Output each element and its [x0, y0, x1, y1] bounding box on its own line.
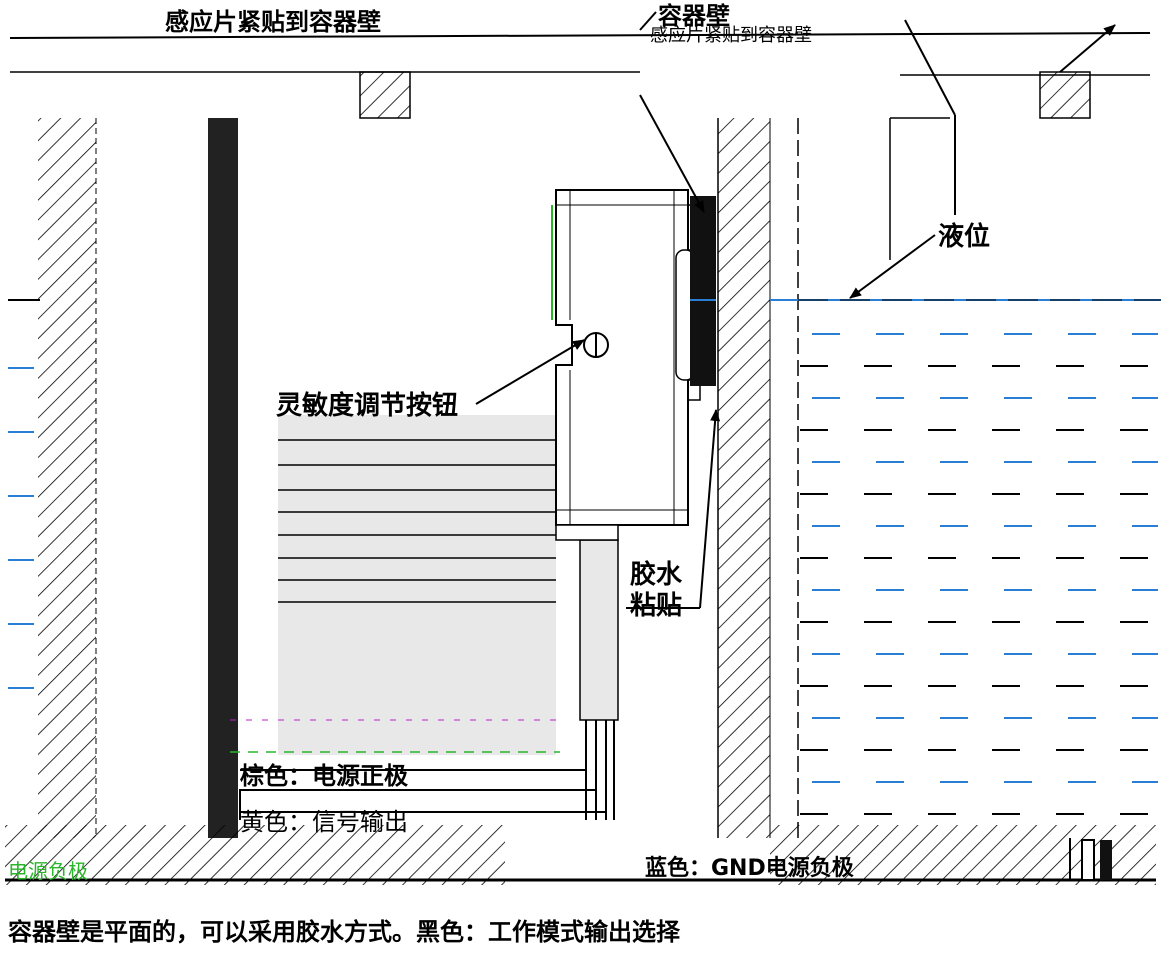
left-wall [38, 118, 96, 838]
label-glue-line1: 胶水 [630, 559, 683, 590]
label-container-wall: 容器壁 [658, 2, 730, 30]
labels: 感应片紧贴到容器壁 感应片紧贴到容器壁 容器壁 液位 灵敏度调节按钮 胶水 粘贴… [8, 2, 990, 946]
ribbon-lines [278, 439, 556, 603]
container-wall [718, 118, 770, 838]
leader-lines [475, 11, 1116, 609]
label-footer: 容器壁是平面的，可以采用胶水方式。黑色：工作模式输出选择 [8, 918, 681, 946]
label-wire-blue: 蓝色：GND电源负极 [645, 855, 855, 881]
ribbon-cable-block [278, 415, 556, 755]
floor-blank-box [505, 835, 645, 885]
label-top-right-strip: 感应片紧贴到容器壁 [650, 25, 812, 46]
label-liquid-level: 液位 [938, 221, 990, 252]
label-wire-yellow: 黄色：信号输出 [240, 808, 408, 836]
inner-black-bar [208, 118, 238, 838]
label-wire-left-bottom: 电源负极 [8, 859, 88, 883]
liquid-body [800, 333, 1158, 815]
wire-leads [585, 720, 615, 820]
left-liquid-marks [8, 367, 34, 689]
sensor-housing [551, 189, 701, 541]
top-plate [9, 32, 1151, 119]
label-wire-brown: 棕色：电源正极 [240, 762, 408, 790]
label-top-left: 感应片紧贴到容器壁 [165, 8, 381, 36]
sensing-plate [690, 196, 716, 386]
label-sensitivity-button: 灵敏度调节按钮 [276, 390, 458, 421]
floor-hatch-left [5, 825, 505, 885]
label-glue-line2: 粘贴 [630, 591, 682, 621]
wire-routing [239, 769, 606, 820]
sensor-cable [579, 539, 619, 721]
